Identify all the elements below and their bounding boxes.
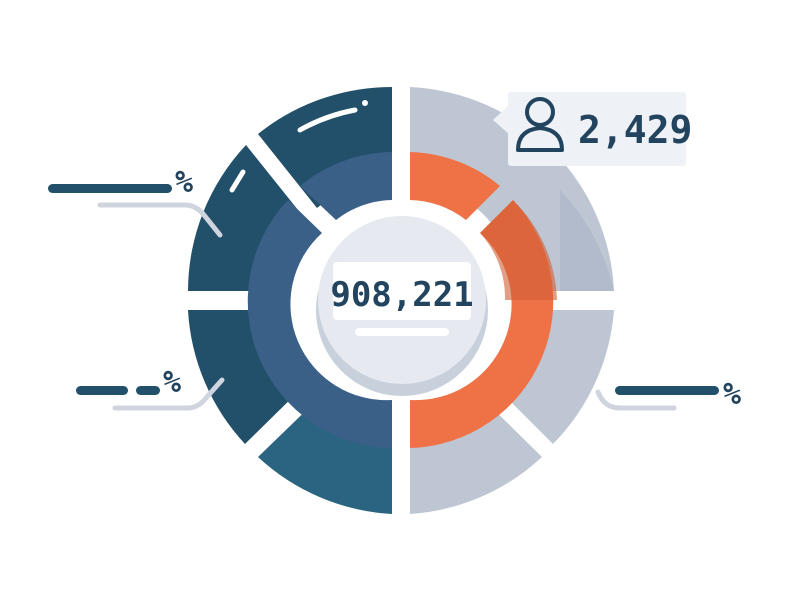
user-icon [516, 97, 564, 152]
inner-segment-top-right [410, 152, 500, 220]
outer-segment-shade [560, 190, 614, 291]
center-value-box [333, 262, 471, 320]
user-count-value: 2,429 [578, 108, 692, 152]
center-underline [355, 328, 449, 336]
inner-segment-right-shade [480, 200, 557, 300]
center-value: 908,221 [330, 275, 473, 315]
inner-segment-top-left [300, 152, 392, 220]
label-percent-bottom-left: % [163, 365, 181, 400]
user-count-callout: 2,429 [493, 92, 692, 166]
highlight-streak-left [229, 169, 246, 193]
inner-ring [247, 152, 557, 448]
leader-bottom-left: % [76, 365, 225, 411]
inner-segment-left [247, 200, 392, 448]
leader-top-left: % [48, 165, 223, 238]
label-percent-right: % [723, 377, 741, 412]
highlight-streak-top [297, 107, 358, 133]
leader-right: % [595, 377, 741, 412]
center-disc: 908,221 [316, 216, 488, 396]
label-percent-top-left: % [175, 165, 193, 200]
highlight-dot-top [362, 100, 368, 106]
